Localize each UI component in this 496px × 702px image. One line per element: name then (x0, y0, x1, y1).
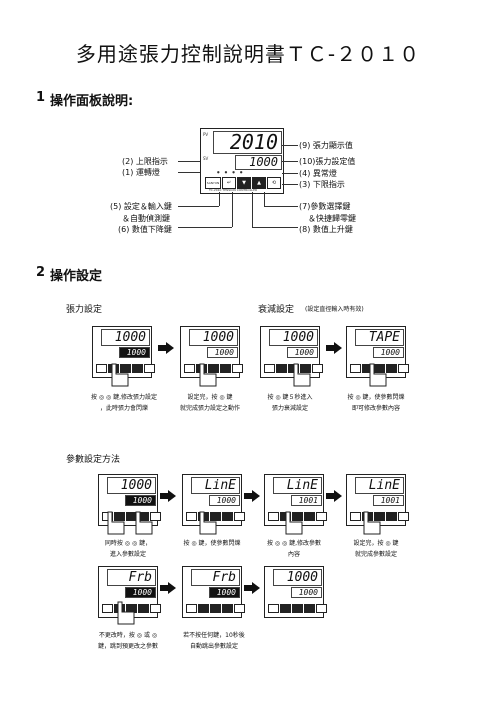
panel-top-display: Frb (191, 569, 240, 586)
panel-bottom-display: 1000 (291, 587, 322, 598)
section-2-label: 操作設定 (50, 269, 103, 284)
hand-pointer-icon (285, 511, 303, 535)
tension-display: 2010 (213, 131, 282, 154)
panel-top-display: 1000 (189, 329, 238, 346)
panel-top-display: TAPE (355, 329, 404, 346)
taper-heading-note: (設定直徑輸入時有效) (305, 306, 364, 313)
callout-6: (6) 數值下降鍵 (118, 225, 172, 234)
param-caption-2: 按 ◎ 鍵，使參數閃爍 (183, 540, 241, 547)
taper-panel-1: 1000 1000 (260, 326, 323, 378)
panel-top-display: 1000 (273, 569, 322, 586)
taper-caption-2: 按 ◎ 鍵，使參數閃爍即可修改參數內容 (347, 394, 405, 412)
panel-bottom-display: 1000 (209, 495, 240, 506)
hand-pointer-icon (117, 601, 135, 625)
param-caption-3: 按 ◎ ◎ 鍵,修改參數內容 (266, 540, 322, 558)
callout-7a: (7)參數選擇鍵 (299, 202, 351, 211)
right-arrow-icon (158, 342, 174, 354)
callout-2: (2) 上限指示 (122, 157, 168, 166)
taper-panel-2: TAPE 1000 (346, 326, 409, 378)
tension-heading: 張力設定 (66, 305, 103, 315)
indicator-leds: ● ● ● ● (217, 170, 243, 174)
callout-7b: ＆快捷歸零鍵 (308, 214, 356, 223)
panel-top-display: 1000 (269, 329, 318, 346)
param-select-button[interactable]: ⟲ (267, 177, 281, 189)
section-2-number: 2 (36, 265, 46, 280)
panel-top-display: LinE (273, 477, 322, 494)
callout-4: (4) 異常燈 (299, 169, 337, 178)
param-heading: 參數設定方法 (66, 455, 121, 465)
panel-bottom-display: 1000 (207, 347, 238, 358)
set-enter-button[interactable]: ↵ (222, 177, 236, 189)
hand-pointer-icon (135, 511, 153, 535)
panel-bottom-display: 1001 (373, 495, 404, 506)
callout-3: (3) 下限指示 (299, 180, 345, 189)
param-caption-4: 設定完，按 ◎ 鍵就完成參數設定 (353, 540, 399, 558)
hand-pointer-icon (363, 511, 381, 535)
panel-top-display: LinE (355, 477, 404, 494)
hand-pointer-icon (107, 511, 125, 535)
right-arrow-icon (244, 582, 260, 594)
callout-8: (8) 數值上升鍵 (299, 225, 353, 234)
led-err: ● (239, 170, 243, 174)
panel-top-display: 1000 (107, 477, 156, 494)
model-label: TC-2010 TENSION CONTROLLER (209, 188, 258, 192)
up-button[interactable]: ▲ (252, 177, 266, 189)
callout-1: (1) 運轉燈 (122, 168, 160, 177)
panel-bottom-display: 1000 (125, 587, 156, 598)
callout-9: (9) 張力顯示值 (299, 141, 353, 150)
hand-pointer-icon (199, 511, 217, 535)
main-controller-panel: PV 2010 SV 1000 ● ● ● ● SANYUN ↵ ▼ ▲ ⟲ TC-2… (200, 128, 284, 194)
panel-top-display: LinE (191, 477, 240, 494)
taper-caption-1: 按 ◎ 鍵５秒進入張力衰減設定 (267, 394, 313, 412)
led-lo: ● (232, 170, 235, 174)
panel-bottom-display: 1000 (287, 347, 318, 358)
right-arrow-icon (326, 490, 342, 502)
panel-top-display: Frb (107, 569, 156, 586)
right-arrow-icon (326, 342, 342, 354)
taper-heading: 衰減設定 (258, 305, 295, 315)
sv-tag: SV (203, 156, 209, 161)
hand-pointer-icon (369, 363, 387, 387)
tension-caption-2: 設定完，按 ◎ 鍵就完成張力設定之動作 (179, 394, 240, 412)
panel-bottom-display: 1000 (209, 587, 240, 598)
hand-pointer-icon (111, 363, 129, 387)
tension-caption-1: 按 ◎ ◎ 鍵,修改張力設定，此時張力會閃爍 (90, 394, 158, 412)
param-caption-6: 若不按任何鍵，10秒後自動跳出參數設定 (183, 632, 245, 650)
section-1-label: 操作面板說明: (50, 94, 134, 109)
hand-pointer-icon (293, 363, 311, 387)
right-arrow-icon (160, 582, 176, 594)
panel-bottom-display: 1000 (125, 495, 156, 506)
panel-bottom-display: 1001 (291, 495, 322, 506)
hand-pointer-icon (199, 363, 217, 387)
brand-label: SANYUN (205, 177, 221, 189)
callout-10: (10)張力設定值 (299, 157, 356, 166)
panel-bottom-display: 1000 (373, 347, 404, 358)
param-panel-1: 1000 1000 (98, 474, 161, 526)
param-panel-7: 1000 1000 (264, 566, 327, 618)
callout-5a: (5) 設定＆輸入鍵 (110, 202, 172, 211)
callout-5b: ＆自動偵測鍵 (122, 214, 170, 223)
led-run: ● (217, 170, 220, 174)
pv-tag: PV (203, 132, 209, 137)
setpoint-display: 1000 (235, 155, 282, 170)
section-1-number: 1 (36, 90, 46, 105)
param-caption-1: 同時按 ◎ ◎ 鍵，進入參數設定 (104, 540, 152, 558)
document-title: 多用途張力控制說明書ＴＣ-２０１０ (75, 42, 421, 66)
right-arrow-icon (160, 490, 176, 502)
tension-panel-2: 1000 1000 (180, 326, 243, 378)
led-hi: ● (224, 170, 228, 174)
panel-bottom-display: 1000 (119, 347, 150, 358)
param-panel-6: Frb 1000 (182, 566, 245, 618)
down-button[interactable]: ▼ (237, 177, 251, 189)
param-panel-5: Frb 1000 (98, 566, 161, 618)
panel-top-display: 1000 (101, 329, 150, 346)
right-arrow-icon (244, 490, 260, 502)
param-caption-5: 不更改時，按 ◎ 或 ◎鍵，跳到預更改之參數 (97, 632, 158, 650)
